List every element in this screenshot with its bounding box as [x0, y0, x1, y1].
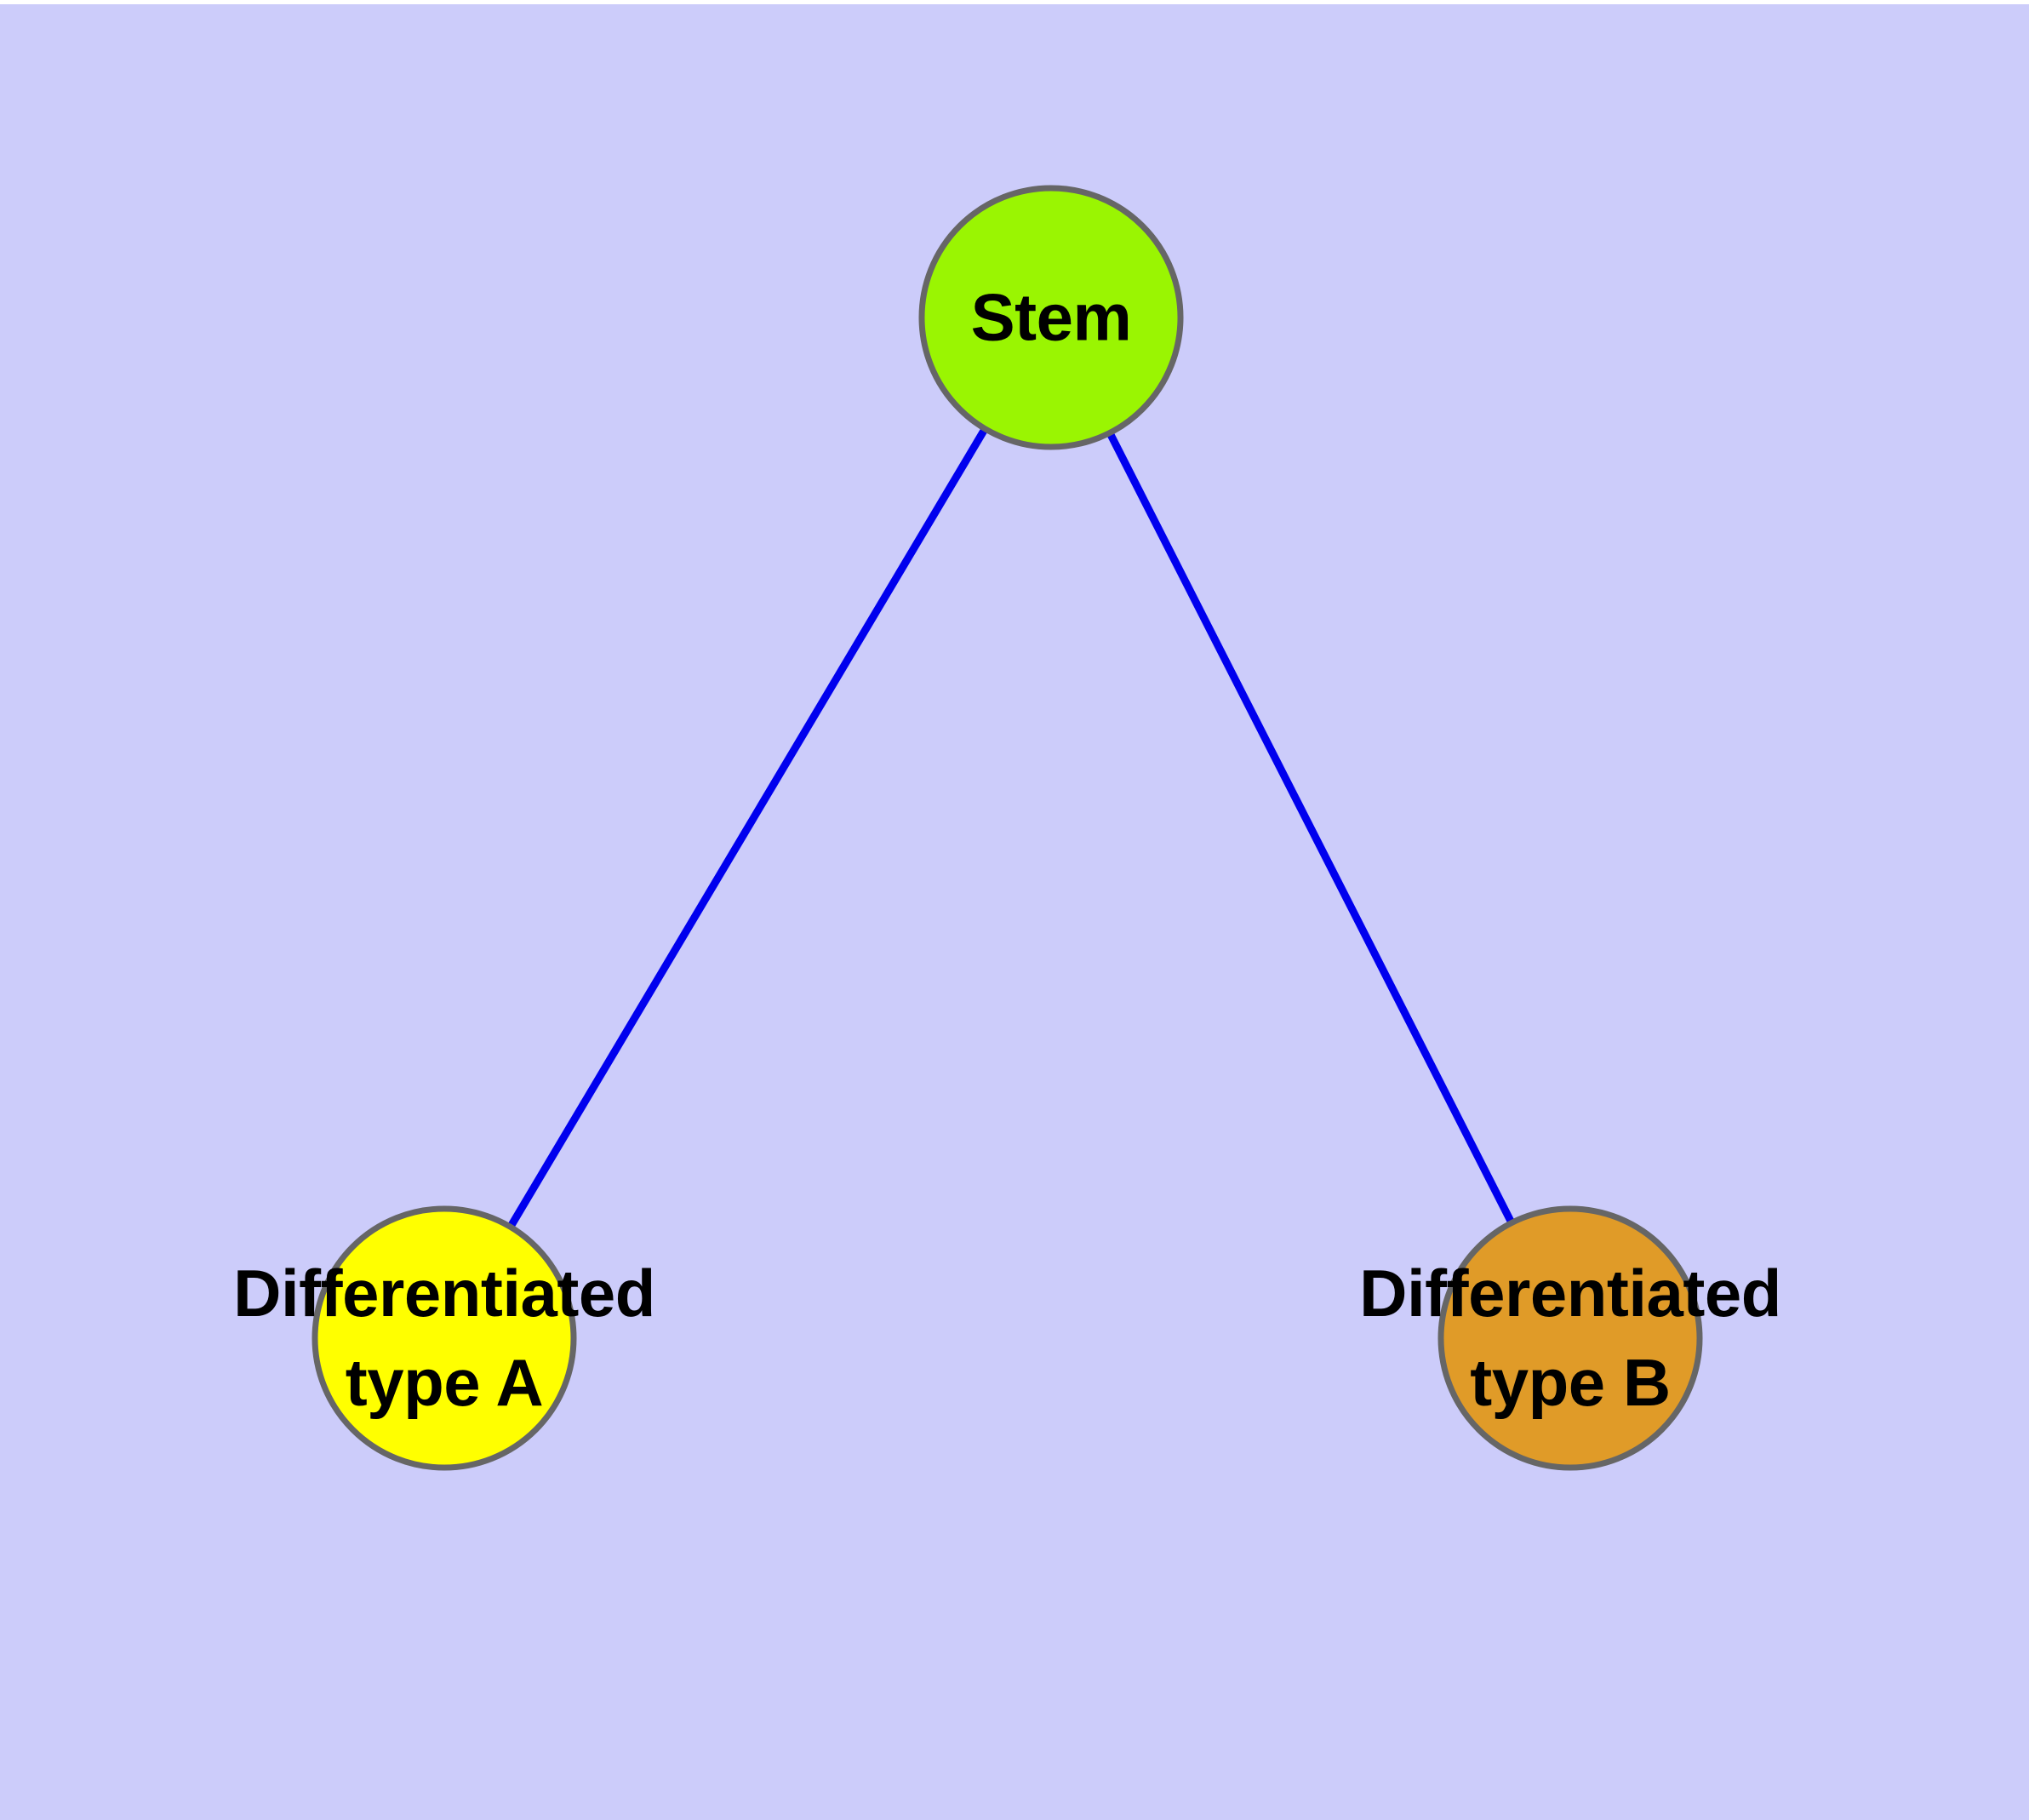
graph-node-diff-b[interactable]: [1437, 1205, 1703, 1471]
graph-edge-stem-to-diff-a[interactable]: [505, 423, 991, 1233]
nodes-layer: [311, 185, 1703, 1471]
edges-layer: [505, 423, 1517, 1233]
graph-edge-stem-to-diff-b[interactable]: [1105, 427, 1517, 1228]
graph-node-diff-a[interactable]: [311, 1205, 577, 1471]
graph-node-stem[interactable]: [918, 185, 1184, 450]
